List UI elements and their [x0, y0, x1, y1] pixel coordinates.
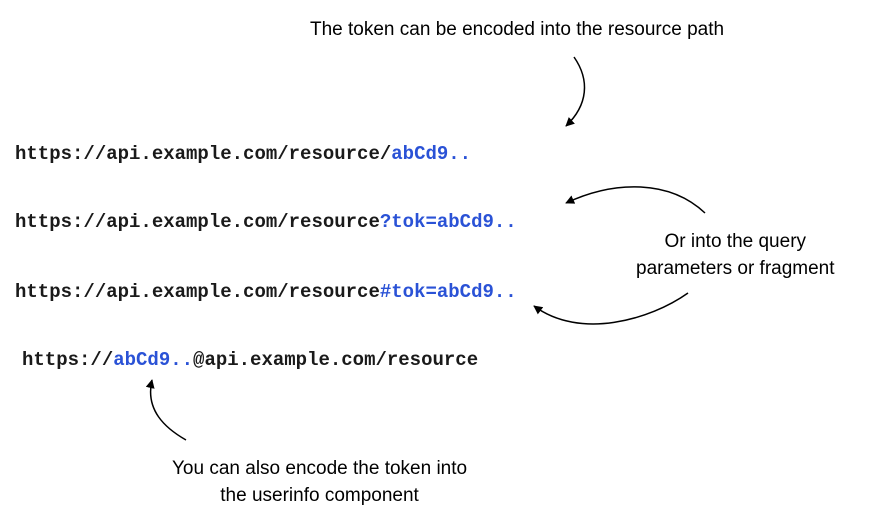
arrow-to-fragment-token	[533, 292, 689, 325]
url-base: https://api.example.com/resource/	[15, 143, 392, 165]
query-callout-line2: parameters or fragment	[636, 258, 835, 279]
url-query-example: https://api.example.com/resource?tok=abC…	[15, 210, 517, 234]
path-callout-text: The token can be encoded into the resour…	[310, 19, 725, 40]
url-token: #tok=abCd9..	[379, 281, 517, 303]
userinfo-callout-line2: the userinfo component	[220, 485, 419, 506]
userinfo-callout-line1: You can also encode the token into	[172, 458, 468, 479]
url-base: https://api.example.com/resource	[15, 211, 380, 233]
arrow-to-userinfo-token	[145, 379, 187, 441]
query-callout-line1: Or into the query	[664, 231, 807, 252]
arrow-to-query-token	[565, 186, 706, 214]
url-userinfo-example: https://abCd9..@api.example.com/resource	[22, 348, 478, 372]
userinfo-callout: You can also encode the token into the u…	[172, 455, 467, 509]
url-fragment-example: https://api.example.com/resource#tok=abC…	[15, 280, 517, 304]
url-prefix: https://	[22, 349, 114, 371]
url-path-example: https://api.example.com/resource/abCd9..	[15, 142, 471, 166]
query-callout: Or into the query parameters or fragment	[636, 228, 835, 282]
url-token: abCd9..	[391, 143, 472, 165]
path-callout: The token can be encoded into the resour…	[310, 16, 724, 43]
url-token: ?tok=abCd9..	[379, 211, 517, 233]
arrow-to-path-token	[565, 56, 586, 127]
url-base: https://api.example.com/resource	[15, 281, 380, 303]
url-suffix: @api.example.com/resource	[193, 349, 479, 371]
url-token: abCd9..	[113, 349, 194, 371]
